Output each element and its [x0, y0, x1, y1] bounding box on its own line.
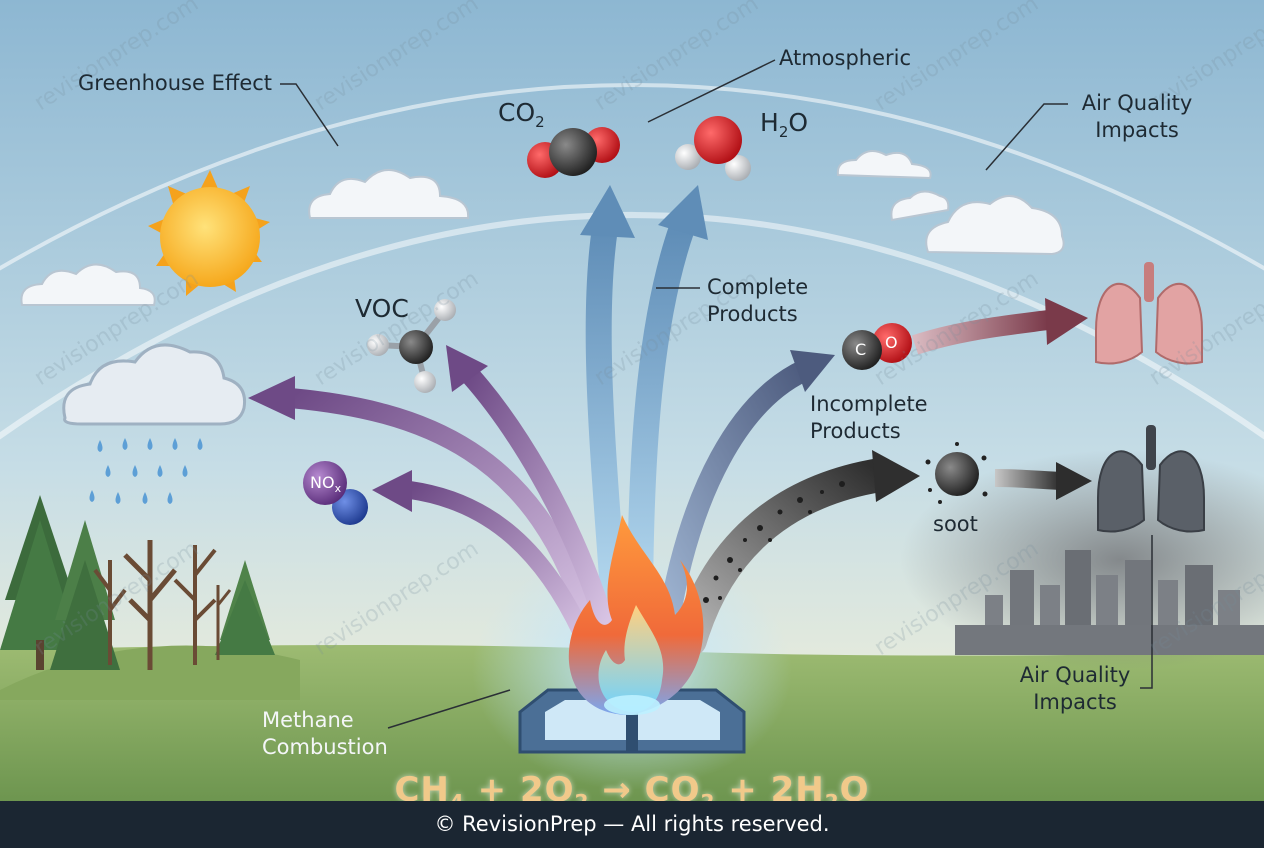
methane-combustion-label: Methane Combustion: [262, 708, 388, 759]
co2-molecule-icon: [527, 127, 620, 178]
atmospheric-label: Atmospheric: [779, 46, 912, 70]
polluted-lungs-icon: [1097, 425, 1205, 533]
nox-molecule-icon: [303, 461, 368, 525]
arrow-to-rain-cloud: [248, 376, 600, 640]
air-quality-impacts-label-bottom: Air Quality Impacts: [1019, 663, 1131, 714]
greenhouse-effect-label: Greenhouse Effect: [78, 71, 273, 95]
atmosphere-arc-outer: [0, 83, 1264, 271]
arrow-to-nox: [372, 470, 594, 649]
nox-formula-label: NOx: [310, 473, 342, 496]
soot-label: soot: [933, 512, 978, 536]
atmosphere-arc-inner: [0, 212, 1264, 440]
city-skyline: [900, 450, 1264, 670]
healthy-lungs-icon: [1095, 262, 1203, 365]
co-c-label: C: [855, 340, 867, 359]
air-quality-impacts-label-top: Air Quality Impacts: [1081, 91, 1193, 142]
arrow-soot-to-lungs: [994, 462, 1092, 500]
cloud-icon: [20, 150, 1065, 306]
sun-icon: [148, 170, 270, 296]
arrow-co-to-lungs: [911, 298, 1088, 355]
copyright-footer: © RevisionPrep — All rights reserved.: [0, 801, 1264, 848]
arrow-to-voc: [446, 345, 615, 635]
incomplete-products-label: Incomplete Products: [810, 392, 928, 443]
co-o-label: O: [885, 333, 898, 352]
leader-lines: [280, 59, 1153, 729]
flame-icon: [568, 515, 704, 715]
co-molecule-icon: [842, 323, 912, 370]
arrow-to-soot: [673, 450, 920, 657]
voc-molecule-icon: [367, 299, 456, 393]
arrow-to-co: [657, 350, 835, 636]
arrow-to-co2: [580, 185, 635, 633]
h2o-label: H2O: [760, 108, 809, 141]
gas-burner: [518, 688, 746, 754]
complete-products-label: Complete Products: [707, 275, 809, 326]
forest: [0, 495, 300, 700]
voc-label: VOC: [355, 294, 409, 323]
co2-label: CO2: [498, 98, 545, 131]
soot-particle-icon: [925, 442, 988, 504]
h2o-molecule-icon: [675, 116, 751, 181]
rain-cloud-icon: [62, 343, 247, 504]
